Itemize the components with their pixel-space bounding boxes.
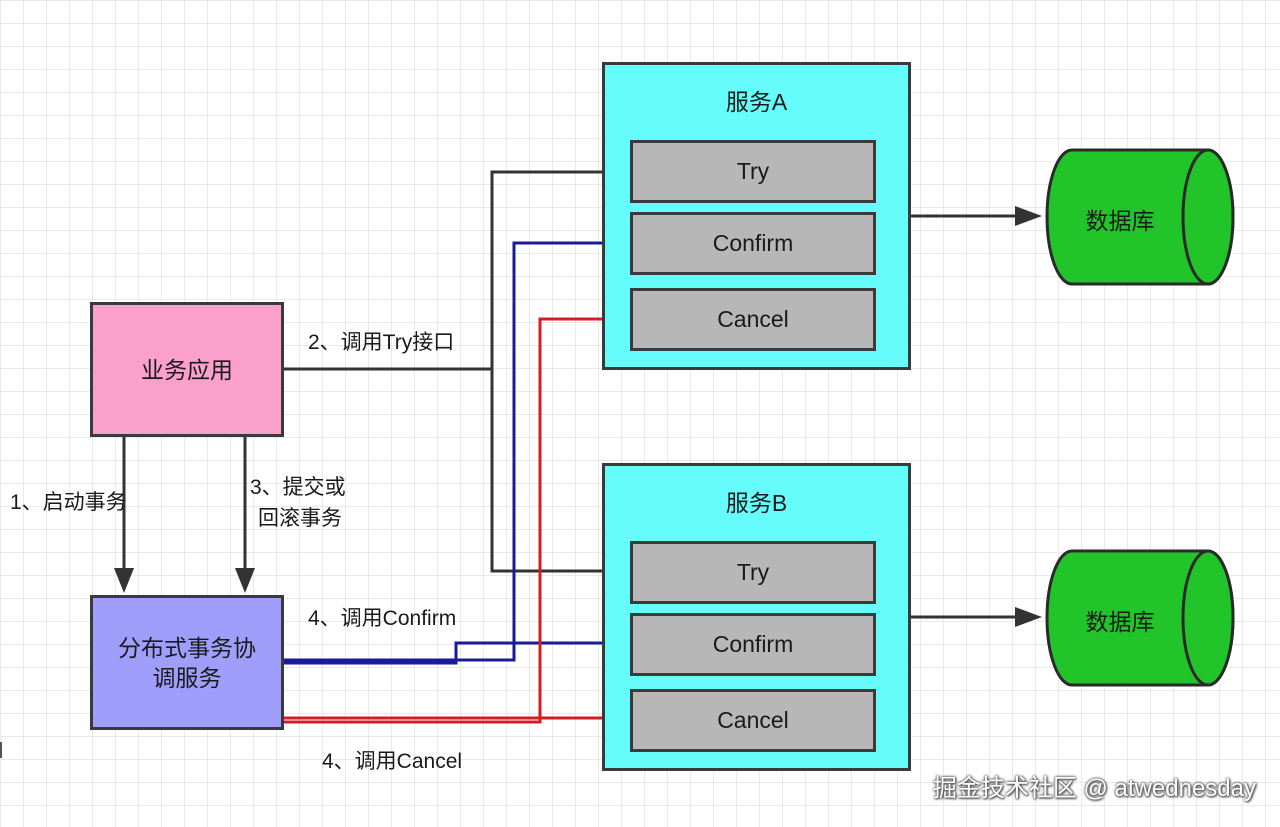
database-b-label: 数据库 [1085, 609, 1155, 635]
database-a-label: 数据库 [1085, 208, 1155, 234]
service-a-cancel: Cancel [630, 288, 876, 351]
database-a-cylinder [1045, 148, 1235, 286]
service-b-box: 服务B Try Confirm Cancel [602, 463, 911, 771]
service-a-try: Try [630, 140, 876, 203]
database-b-cylinder [1045, 549, 1235, 687]
start-transaction-arrow [114, 437, 134, 593]
business-app-box: 业务应用 [90, 302, 284, 437]
service-b-confirm: Confirm [630, 613, 876, 676]
service-a-title: 服务A [725, 89, 788, 115]
edge-tick-mark [0, 742, 2, 758]
service-a-box: 服务A Try Confirm Cancel [602, 62, 911, 370]
service-b-title: 服务B [725, 490, 788, 516]
service-a-db-arrow [911, 206, 1042, 226]
business-app-label: 业务应用 [141, 356, 233, 383]
commit-rollback-arrow [235, 437, 255, 593]
confirm-arrows [284, 233, 627, 665]
service-b-db-arrow [911, 607, 1042, 627]
commit-rollback-label-line1: 3、提交或 [250, 476, 346, 499]
service-a-confirm: Confirm [630, 212, 876, 275]
call-cancel-label: 4、调用Cancel [322, 750, 463, 773]
transaction-coordinator-box: 分布式事务协调服务 [90, 595, 284, 730]
service-b-cancel: Cancel [630, 689, 876, 752]
watermark: 掘金技术社区 @ atwednesday [932, 775, 1256, 802]
call-try-label: 2、调用Try接口 [308, 331, 455, 354]
call-confirm-label: 4、调用Confirm [308, 607, 457, 630]
transaction-coordinator-label: 分布式事务协调服务 [118, 634, 256, 691]
commit-rollback-label-line2: 回滚事务 [258, 507, 342, 530]
start-transaction-label: 1、启动事务 [10, 491, 127, 514]
service-b-try: Try [630, 541, 876, 604]
